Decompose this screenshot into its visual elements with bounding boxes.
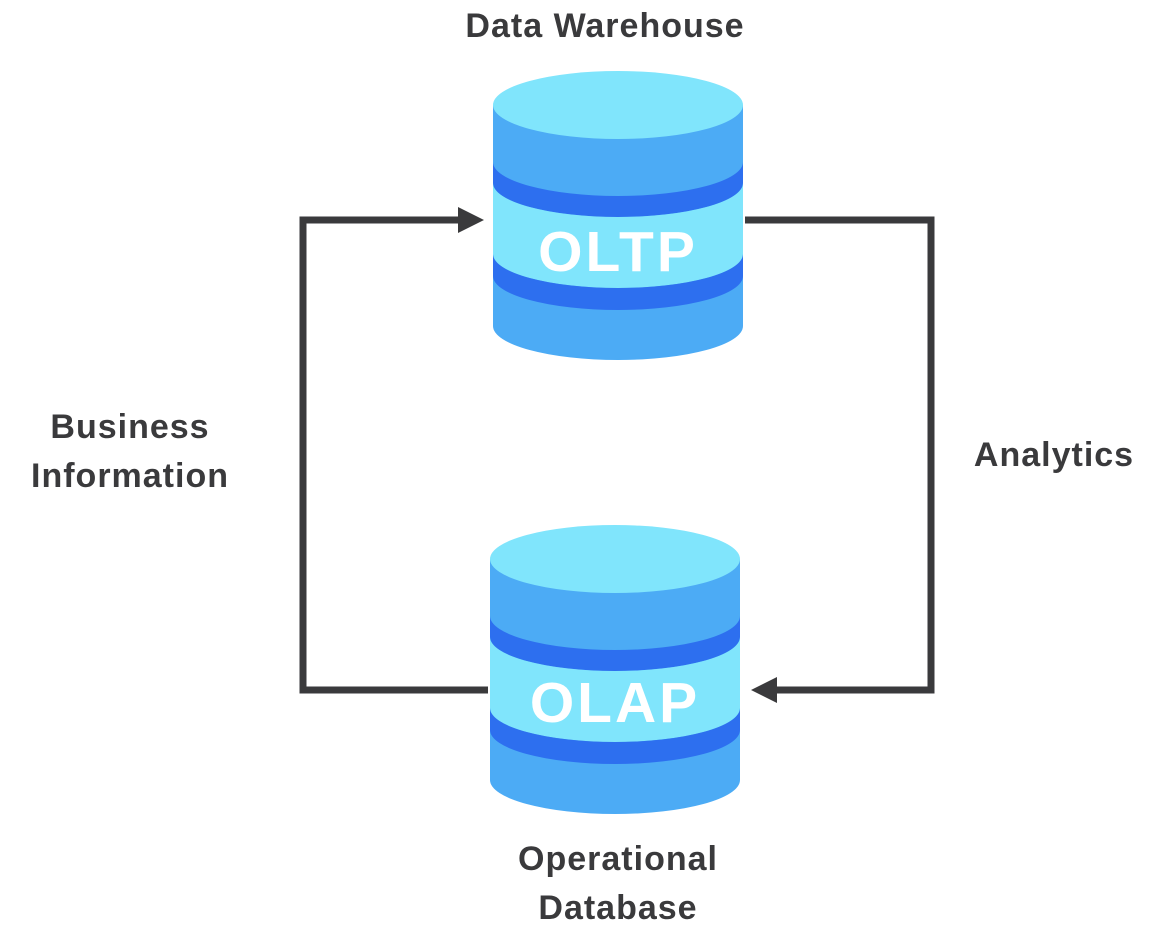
connector-left-loop [299, 216, 488, 694]
cylinder-top-ellipse [490, 525, 740, 593]
cylinder-band-upper [493, 162, 743, 217]
label-operational-database: Operational Database [518, 835, 718, 931]
label-line-1: Business [50, 408, 210, 446]
label-line-2: Database [538, 889, 698, 927]
cylinder-label-strip [493, 183, 743, 288]
connector-right-loop [745, 216, 935, 694]
cylinder-band-lower [493, 254, 743, 310]
label-data-warehouse: Data Warehouse [465, 7, 745, 45]
label-line-2: Information [31, 457, 229, 495]
arrowhead-into-oltp-icon [458, 207, 484, 233]
olap-label: OLAP [529, 671, 701, 735]
label-line-1: Operational [518, 840, 718, 878]
cylinder-band-lower [490, 708, 740, 764]
cylinder-band-upper [490, 616, 740, 671]
database-oltp-icon [493, 71, 743, 360]
cylinder-top-ellipse [493, 71, 743, 139]
oltp-label: OLTP [538, 220, 698, 284]
label-business-information: Business Information [31, 403, 229, 501]
arrowhead-into-olap-icon [751, 677, 777, 703]
database-olap-icon [490, 525, 740, 814]
label-analytics: Analytics [973, 436, 1135, 474]
cylinder-label-strip [490, 637, 740, 742]
